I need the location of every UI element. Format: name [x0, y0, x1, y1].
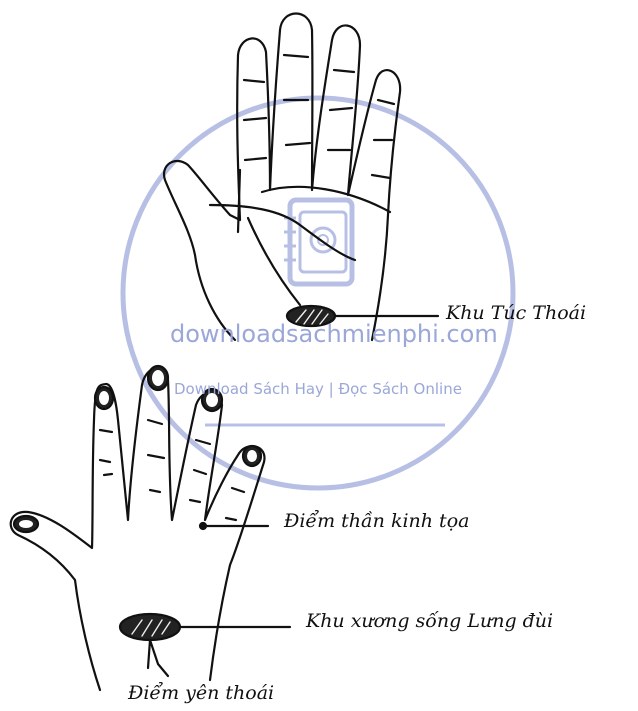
- spine-zone-marker: [120, 614, 180, 640]
- back-hand: [11, 366, 290, 690]
- label-spine-zone: Khu xương sống Lưng đùi: [306, 610, 553, 632]
- hip-point-leader: [148, 640, 168, 676]
- palm-hand: [164, 14, 438, 341]
- watermark-logo: [123, 98, 513, 488]
- label-palm-zone: Khu Túc Thoái: [446, 302, 586, 324]
- book-icon: [284, 200, 352, 284]
- watermark-site-text: downloadsachmienphi.com: [170, 320, 498, 348]
- watermark-tagline-text: Download Sách Hay | Đọc Sách Online: [174, 380, 462, 398]
- label-hip-point: Điểm yên thoái: [128, 682, 274, 704]
- label-sciatic-point: Điểm thần kinh tọa: [284, 510, 469, 532]
